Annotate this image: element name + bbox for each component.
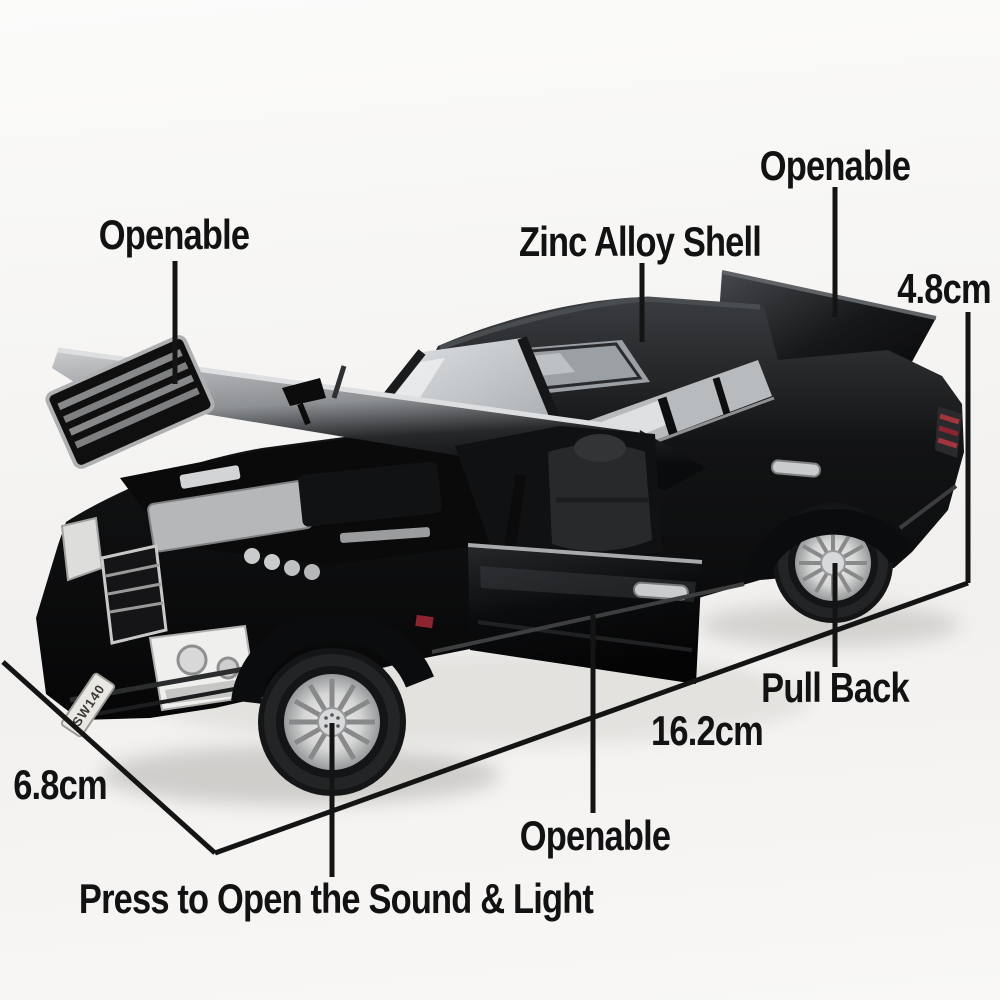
door-openable-label: Openable: [519, 812, 671, 859]
rear-bumper-line: [898, 484, 958, 530]
engine-block: [147, 461, 442, 580]
license-plate: SW140: [60, 672, 116, 738]
sill-red-badge: [415, 614, 434, 629]
front-fascia: SW140: [60, 516, 258, 738]
press-sound-light-label: Press to Open the Sound & Light: [78, 875, 594, 922]
zinc-alloy-shell-label: Zinc Alloy Shell: [518, 218, 762, 265]
front-grille: [100, 544, 168, 645]
taillight: [935, 406, 962, 458]
hood-grille: [45, 335, 215, 469]
trunk-openable-label: Openable: [759, 142, 911, 189]
pull-back-label: Pull Back: [761, 664, 909, 711]
annotation-lines: [1, 187, 971, 877]
rear-wheel-arch: [744, 508, 912, 579]
rocker-chrome: [431, 582, 745, 654]
engine-bay: [120, 432, 560, 580]
car-front-door-open: [467, 474, 703, 684]
hood-openable-label: Openable: [98, 211, 250, 258]
front-wheel-arch: [231, 611, 434, 705]
width-dimension-label: 6.8cm: [13, 761, 107, 808]
side-mirror: [282, 365, 347, 426]
length-dimension-label: 16.2cm: [651, 707, 764, 754]
rear-door-handle: [770, 459, 821, 478]
height-dimension-label: 4.8cm: [897, 265, 991, 312]
front-door-handle: [632, 581, 689, 601]
width-dimension-line: [1, 660, 217, 855]
left-headlight: [60, 516, 104, 582]
front-wheel: [231, 611, 434, 796]
